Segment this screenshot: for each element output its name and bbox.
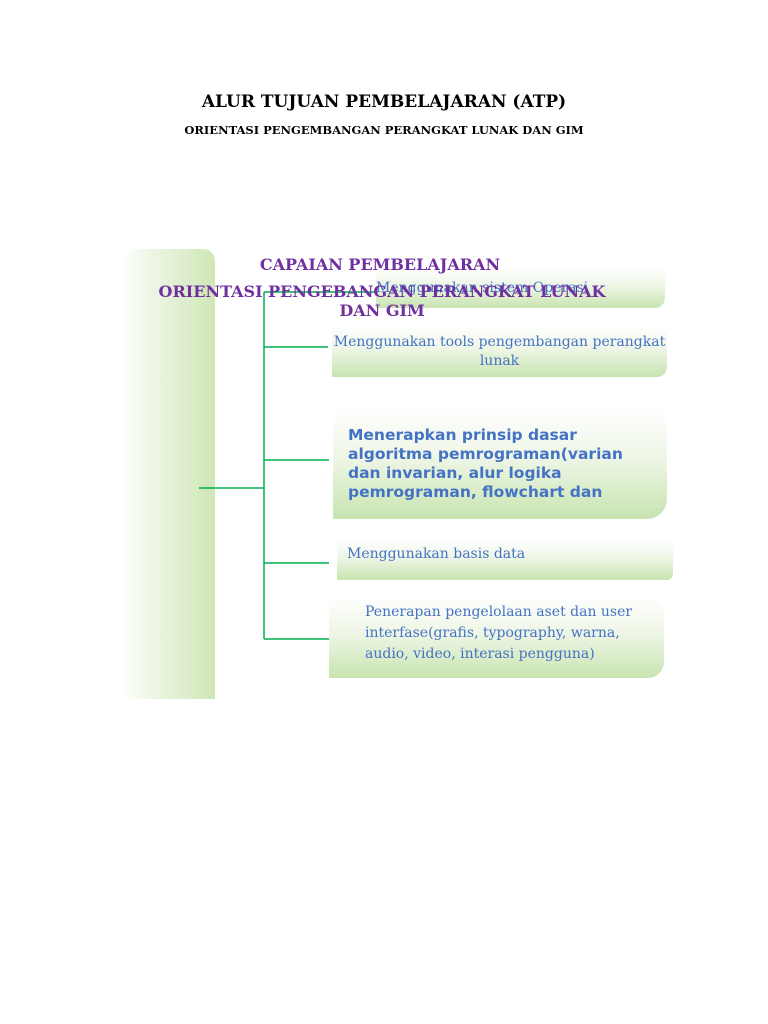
atp-item-3-text: Menerapkan prinsip dasar algoritma pemro… <box>348 426 623 501</box>
atp-item-1-text: Menggunakan sistem Operasi <box>376 280 589 296</box>
atp-item-5-text: Penerapan pengelolaan aset dan user inte… <box>365 604 633 662</box>
atp-box-4: Menggunakan basis data <box>337 540 673 580</box>
atp-box-1: Menggunakan sistem Operasi <box>376 268 665 308</box>
atp-item-4-text: Menggunakan basis data <box>347 546 526 562</box>
capaian-heading: CAPAIAN PEMBELAJARAN <box>259 255 501 274</box>
atp-box-3: Menerapkan prinsip dasar algoritma pemro… <box>333 408 667 519</box>
atp-item-2-text: Menggunakan tools pengembangan perangkat… <box>333 334 666 369</box>
page-title: ALUR TUJUAN PEMBELAJARAN (ATP) <box>201 92 567 112</box>
page-subtitle: ORIENTASI PENGEMBANGAN PERANGKAT LUNAK D… <box>184 123 584 137</box>
diagram-root-bar <box>122 249 215 699</box>
atp-box-2: Menggunakan tools pengembangan perangkat… <box>332 326 667 377</box>
atp-box-5: Penerapan pengelolaan aset dan user inte… <box>329 597 664 678</box>
capaian-subheading: ORIENTASI PENGEBANGAN PERANGKAT LUNAK DA… <box>158 282 606 320</box>
